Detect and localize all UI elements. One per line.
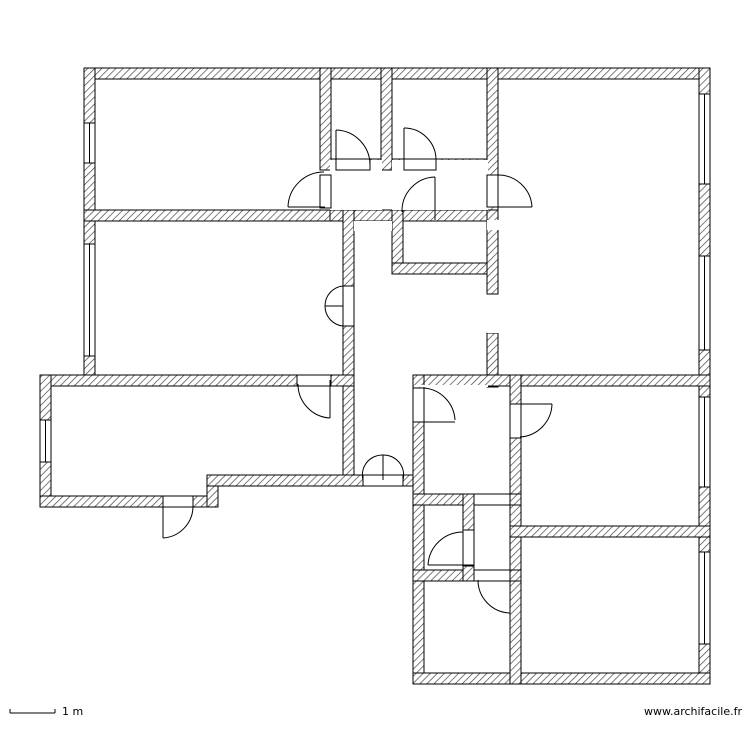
door-bedroom1 xyxy=(287,171,332,209)
wall-h-lower-top xyxy=(412,374,711,387)
door-storage-lower xyxy=(473,569,511,614)
door-corridor-lower xyxy=(473,493,511,570)
watermark: www.archifacile.fr xyxy=(643,705,742,718)
scale-bar xyxy=(9,709,56,714)
wall-h-corridor-bottom xyxy=(329,209,499,222)
wall-h-bedroom1 xyxy=(83,209,331,222)
door-bedroom4 xyxy=(509,403,553,439)
door-closet xyxy=(401,176,436,220)
wall-h-bed4-bottom xyxy=(509,525,711,538)
door-wc2 xyxy=(427,529,475,567)
walls xyxy=(39,67,711,685)
door-bathroom xyxy=(403,127,437,171)
door-entry-hall xyxy=(412,387,456,423)
wall-top xyxy=(83,67,711,80)
scale-bar-label: 1 m xyxy=(62,705,84,718)
door-wc1 xyxy=(335,129,371,171)
door-bedroom2-double xyxy=(324,285,355,327)
wall-closet-right xyxy=(486,209,499,295)
door-entrance xyxy=(162,495,194,539)
door-hallway-double xyxy=(361,454,405,487)
door-room3 xyxy=(296,374,332,419)
windows xyxy=(39,93,711,645)
wall-hall-left xyxy=(342,209,355,487)
wall-lower-bottom xyxy=(412,672,711,685)
wall-v-wc1-right xyxy=(380,67,393,171)
wall-v-wc1-left xyxy=(319,67,332,171)
wall-closet-bottom xyxy=(391,262,499,275)
door-right-room xyxy=(486,174,533,208)
